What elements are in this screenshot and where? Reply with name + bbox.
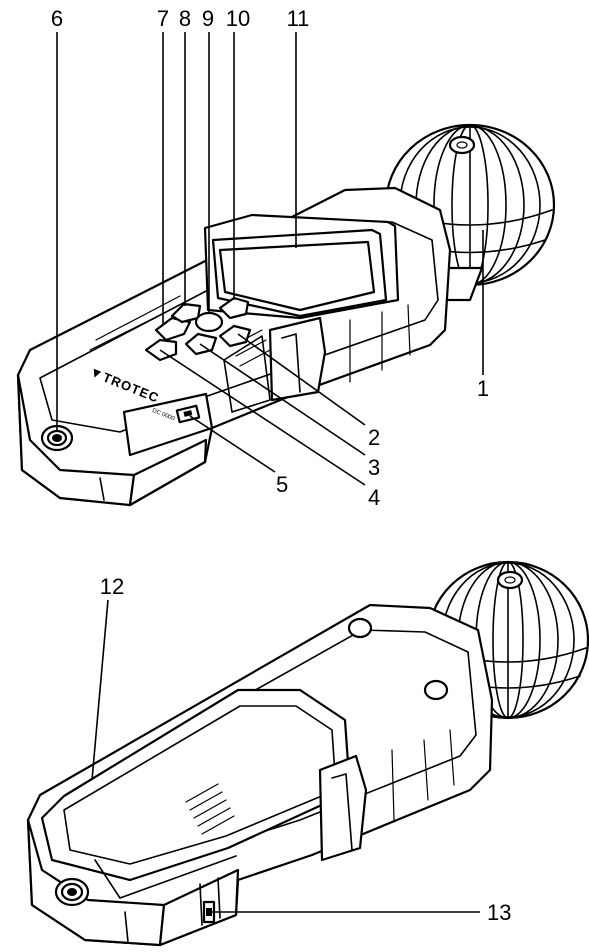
- key-10[interactable]: [218, 296, 250, 320]
- key-2[interactable]: [218, 324, 252, 348]
- key-8[interactable]: [170, 302, 202, 324]
- tripod-socket-rear: [54, 877, 90, 907]
- callout-10: 10: [226, 6, 250, 31]
- device-front-view: TROTEC DC 0000: [16, 123, 556, 507]
- display-area: [203, 213, 400, 320]
- leader-2: [237, 333, 366, 426]
- callout-7: 7: [157, 6, 169, 31]
- key-7[interactable]: [154, 316, 192, 342]
- trotec-logo-icon: [93, 368, 102, 378]
- leader-12: [91, 599, 109, 781]
- device-rear-view: [26, 560, 589, 947]
- callout-8: 8: [179, 6, 191, 31]
- leader-5: [189, 415, 276, 473]
- callout-4: 4: [368, 485, 380, 510]
- tripod-socket-front: [40, 424, 74, 452]
- callout-numbers: 6 7 8 9 10 11 1 2 3 4 5 12 13: [51, 6, 512, 925]
- key-9[interactable]: [194, 311, 224, 333]
- leader-lines: [56, 32, 484, 913]
- leader-4: [159, 349, 366, 486]
- callout-2: 2: [368, 425, 380, 450]
- callout-12: 12: [100, 574, 124, 599]
- callout-3: 3: [368, 455, 380, 480]
- callout-1: 1: [477, 376, 489, 401]
- callout-9: 9: [202, 6, 214, 31]
- leader-3: [199, 343, 366, 456]
- callout-11: 11: [287, 6, 310, 31]
- callout-13: 13: [487, 900, 511, 925]
- callout-5: 5: [276, 472, 288, 497]
- callout-6: 6: [51, 6, 63, 31]
- device-body-bottom: [26, 603, 494, 947]
